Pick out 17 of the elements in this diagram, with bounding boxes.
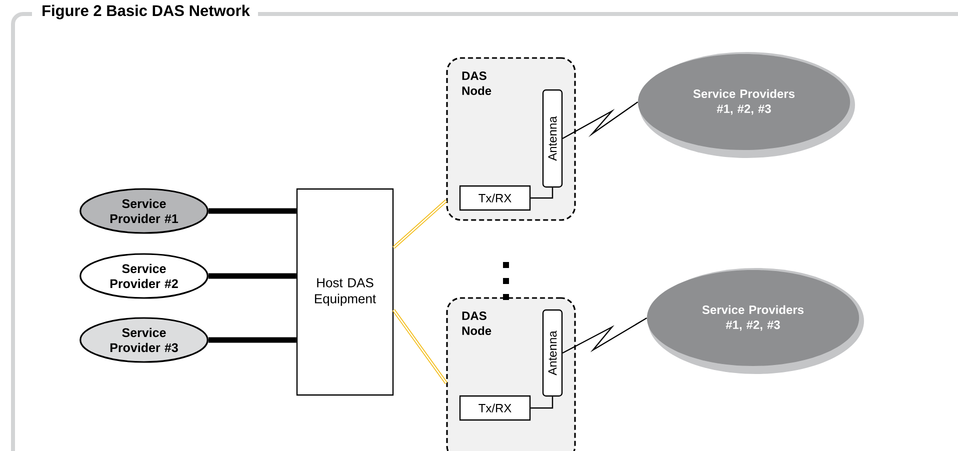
transceiver-box: Tx/RX [459, 395, 531, 421]
connector-line [208, 273, 296, 279]
connector-line [208, 208, 296, 214]
equipment-box: Host DAS Equipment [296, 188, 394, 396]
transceiver-box: Tx/RX [459, 185, 531, 211]
connector-line [208, 337, 296, 343]
provider-cloud: Service Providers #1, #2, #3 [646, 268, 864, 374]
connector-line [562, 317, 648, 354]
antenna-box: Antenna [542, 89, 563, 188]
connector-line [392, 200, 448, 249]
connector-line [562, 102, 638, 140]
figure-title: Figure 2 Basic DAS Network [42, 4, 250, 20]
provider-cloud: Service Providers #1, #2, #3 [638, 52, 855, 158]
connector-line [530, 396, 554, 409]
antenna-box: Antenna [542, 309, 563, 397]
connector-line [530, 188, 554, 199]
connector-line [392, 309, 448, 384]
